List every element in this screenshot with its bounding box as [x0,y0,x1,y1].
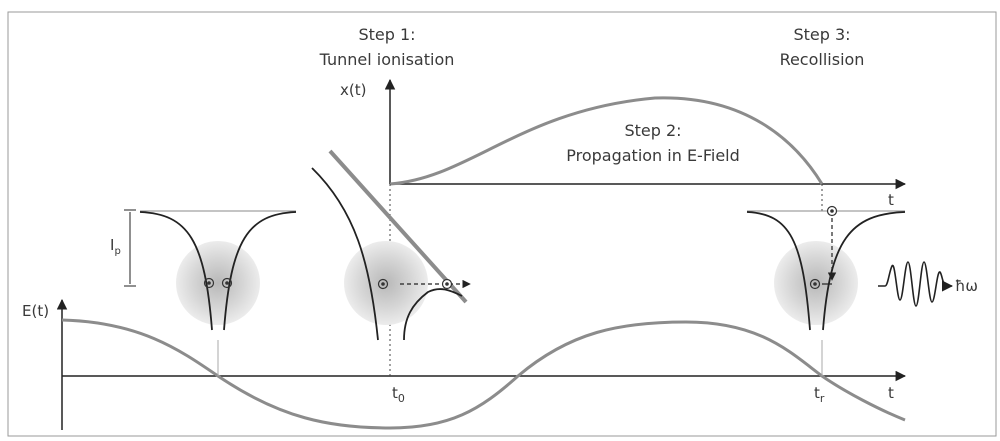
tunnelled-electron-core [445,282,449,286]
step1-description: Tunnel ionisation [319,50,455,69]
tr-label: tr [814,384,825,405]
photon-energy-label: ħω [955,277,978,295]
atom-potential-tunnelling [311,149,471,341]
electron-a [203,277,215,289]
emitted-photon-wave [878,261,954,307]
distorted-potential-right [403,288,463,341]
electron-cloud-1 [176,241,260,325]
step1-title: Step 1: [358,25,415,44]
x-axis-label: x(t) [340,81,366,99]
trajectory-axes [384,78,907,190]
t-axis-top-label: t [888,191,894,209]
bound-electron-core [381,282,385,286]
recombined-electron [809,278,821,290]
step3-description: Recollision [780,50,865,69]
ionisation-potential-label: Ip [110,236,121,257]
coulomb-potential-right-1 [223,211,297,331]
coulomb-potential-right-3 [822,211,906,331]
distorted-potential-left [311,167,379,341]
ionisation-potential-bracket [124,209,136,287]
electric-field-curve [61,318,906,430]
step3-title: Step 3: [793,25,850,44]
electron-b [221,277,233,289]
t0-label: t0 [392,384,405,405]
atom-potential-recollision [746,205,906,331]
electron-a-core [207,281,211,285]
electron-trajectory-curve [389,96,824,186]
e-axis-label: E(t) [22,302,49,320]
step2-title: Step 2: [624,121,681,140]
electron-b-core [225,281,229,285]
coulomb-potential-left-3 [746,211,811,331]
frame-border [7,11,997,437]
recombined-electron-core [813,282,817,286]
electron-cloud-2 [344,241,428,325]
laser-field-tilt-line [328,149,468,304]
returning-electron-core [830,209,834,213]
t-axis-bottom-label: t [888,384,894,402]
step2-description: Propagation in E-Field [566,146,740,165]
atom-potential-initial [139,210,297,376]
field-axes [56,298,907,430]
bound-electron [377,278,389,290]
coulomb-potential-left-1 [139,211,213,331]
